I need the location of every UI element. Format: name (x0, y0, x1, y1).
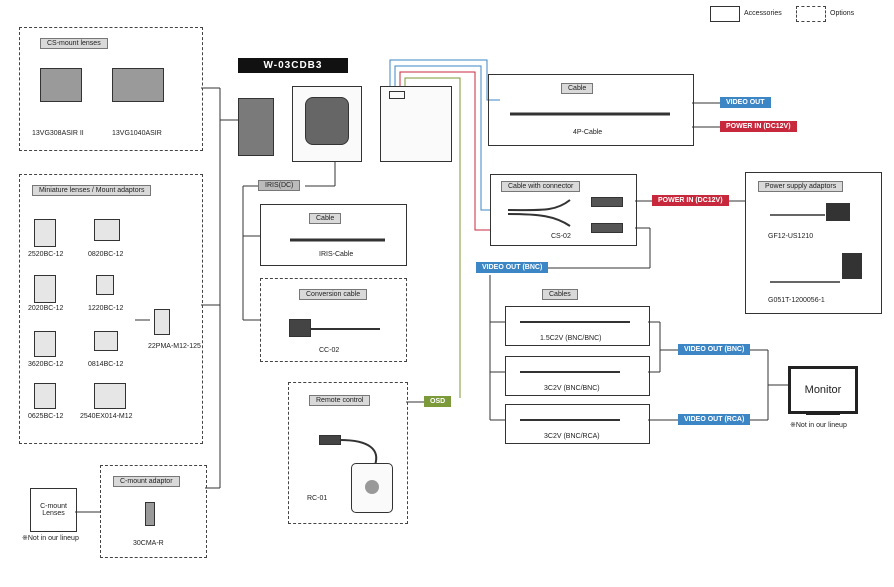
mini-label-5: 3620BC-12 (28, 361, 64, 368)
legend-accessories-label: Accessories (744, 10, 782, 17)
bnc-plug-image (591, 223, 623, 233)
cs-lens-label-1: 13VG308ASIR II (32, 130, 84, 137)
cable-4p-box: Cable 4P-Cable (488, 74, 694, 146)
cable-4p-title: Cable (561, 83, 594, 94)
osd-tag: OSD (424, 396, 452, 407)
power-supply-title: Power supply adaptors (758, 181, 844, 192)
adaptor-image (826, 203, 850, 221)
lens-image (40, 68, 82, 102)
remote-group: Remote control RC-01 (288, 382, 408, 524)
conversion-cable-item: CC-02 (319, 347, 340, 354)
conversion-cable-group: Conversion cable CC-02 (260, 278, 407, 362)
mini-label-3: 2020BC-12 (28, 305, 64, 312)
c-mount-lenses-note: ※Not in our lineup (22, 535, 79, 542)
camera-side-image (238, 98, 274, 156)
monitor-screen: Monitor (788, 366, 858, 414)
cables-title: Cables (542, 289, 578, 300)
lens-image (34, 219, 56, 247)
miniature-title: Miniature lenses / Mount adaptors (32, 185, 152, 196)
lens-image (94, 219, 120, 241)
mini-label-1: 2520BC-12 (28, 251, 64, 258)
camera-front-image (292, 86, 362, 162)
c-mount-lenses-box: C-mount Lenses (30, 488, 77, 532)
adaptor-image (842, 253, 862, 279)
mini-label-9: 22PMA-M12-125 (148, 343, 201, 350)
c-mount-adaptor-item: 30CMA-R (133, 540, 164, 547)
cable-bnc-item-2: 3C2V (BNC/BNC) (544, 385, 600, 392)
iris-dc-label: IRIS(DC) (258, 180, 301, 191)
power-supply-item-1: GF12-US1210 (768, 233, 814, 240)
cs-lenses-group: CS-mount lenses 13VG308ASIR II 13VG1040A… (19, 27, 203, 151)
adaptor-image (145, 502, 155, 526)
cable-rca-box: 3C2V (BNC/RCA) (505, 404, 650, 444)
lens-image (34, 275, 56, 303)
lens-image (96, 275, 114, 295)
power-supply-box: Power supply adaptors GF12-US1210 G051T-… (745, 172, 882, 314)
monitor-note: ※Not in our lineup (790, 422, 847, 429)
power-supply-item-2: G051T-1200056-1 (768, 297, 825, 304)
legend-accessories-swatch (710, 6, 740, 22)
remote-cable-plug (319, 435, 341, 445)
c-mount-lenses-label: C-mount Lenses (40, 503, 67, 517)
conversion-cable-title: Conversion cable (299, 289, 368, 300)
video-out-bnc-tag: VIDEO OUT (BNC) (476, 262, 549, 273)
remote-pad-image (351, 463, 393, 513)
lens-image (154, 309, 170, 335)
mini-label-7: 0625BC-12 (28, 413, 64, 420)
monitor-label: Monitor (804, 384, 842, 396)
video-out-rca-tag: VIDEO OUT (RCA) (678, 414, 751, 425)
legend-options-label: Options (830, 10, 855, 17)
iris-cable-item: IRIS-Cable (319, 251, 354, 258)
mini-label-8: 2540EX014-M12 (80, 413, 133, 420)
mini-label-4: 1220BC-12 (88, 305, 124, 312)
mini-label-2: 0820BC-12 (88, 251, 124, 258)
c-mount-adaptor-group: C-mount adaptor 30CMA-R (100, 465, 207, 558)
video-out-tag: VIDEO OUT (720, 97, 771, 108)
cable-bnc-2-box: 3C2V (BNC/BNC) (505, 356, 650, 396)
remote-title: Remote control (309, 395, 371, 406)
video-out-bnc-tag-2: VIDEO OUT (BNC) (678, 344, 751, 355)
iris-cable-box: Cable IRIS-Cable (260, 204, 407, 266)
cable-bnc-item-1: 1.5C2V (BNC/BNC) (540, 335, 602, 342)
legend-options-swatch (796, 6, 826, 22)
remote-item: RC-01 (307, 495, 328, 502)
power-in-tag: POWER IN (DC12V) (720, 121, 797, 132)
model-title: W-03CDB3 (238, 58, 348, 73)
lens-image (34, 331, 56, 357)
iris-cable-title: Cable (309, 213, 342, 224)
power-in-tag-2: POWER IN (DC12V) (652, 195, 729, 206)
cable-bnc-item-3: 3C2V (BNC/RCA) (544, 433, 600, 440)
cable-with-connector-item: CS-02 (551, 233, 571, 240)
cable-bnc-1-box: 1.5C2V (BNC/BNC) (505, 306, 650, 346)
cs-lens-label-2: 13VG1040ASIR (112, 130, 162, 137)
camera-back-image (380, 86, 452, 162)
lens-image (112, 68, 164, 102)
monitor-stand (806, 411, 840, 415)
lens-image (94, 331, 118, 351)
lens-image (34, 383, 56, 409)
connector-4p (389, 91, 405, 99)
c-mount-adaptor-title: C-mount adaptor (113, 476, 180, 487)
lens-image (94, 383, 126, 409)
cable-with-connector-title: Cable with connector (501, 181, 581, 192)
mini-label-6: 0814BC-12 (88, 361, 124, 368)
miniature-group: Miniature lenses / Mount adaptors 2520BC… (19, 174, 203, 444)
cs-lenses-title: CS-mount lenses (40, 38, 108, 49)
cable-with-connector-box: Cable with connector CS-02 (490, 174, 637, 246)
cable-4p-item: 4P-Cable (573, 129, 603, 136)
connector-image (289, 319, 311, 337)
dc-jack-image (591, 197, 623, 207)
